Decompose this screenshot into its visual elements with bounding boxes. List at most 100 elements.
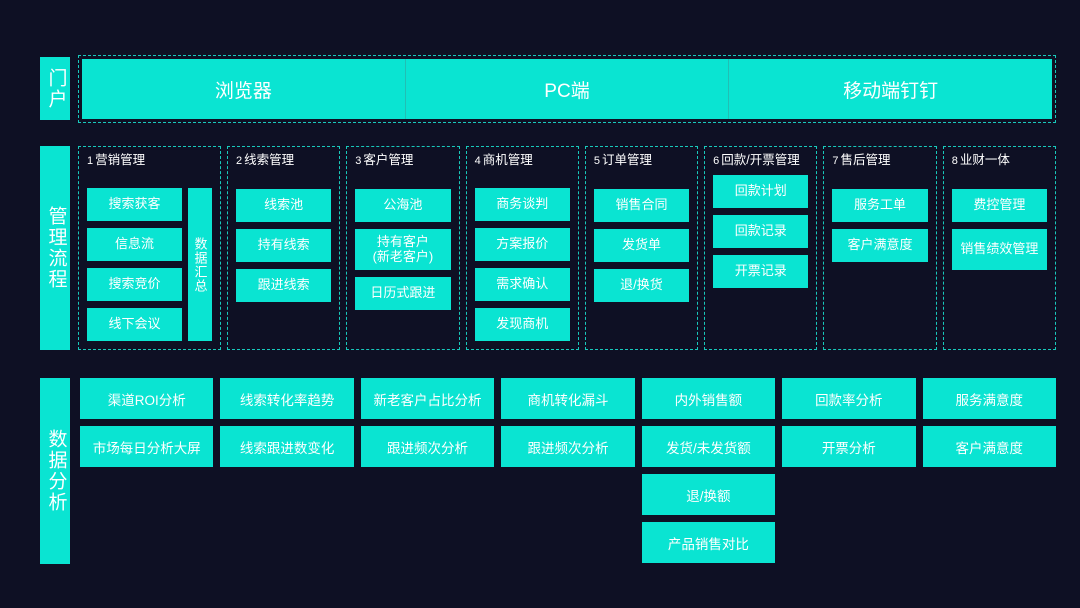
analysis-column-opportunities: 商机转化漏斗 跟进频次分析 — [501, 378, 635, 563]
analysis-column-leads: 线索转化率趋势 线索跟进数变化 — [220, 378, 354, 563]
flow-column-payment-invoice-items: 回款计划 回款记录 开票记录 — [713, 175, 809, 341]
flow-column-finance-body: 费控管理 销售绩效管理 — [951, 189, 1047, 341]
portal-cell-mobile-dingtalk[interactable]: 移动端钉钉 — [729, 59, 1052, 119]
flow-column-leads-body: 线索池 持有线索 跟进线索 — [236, 189, 332, 341]
flow-column-finance-title: 业财一体 — [959, 153, 1010, 167]
flow-column-payment-invoice-title: 回款/开票管理 — [721, 153, 800, 167]
flow-item[interactable]: 方案报价 — [474, 228, 570, 261]
portal-cell-pc[interactable]: PC端 — [406, 59, 730, 119]
analysis-column-channel: 渠道ROI分析 市场每日分析大屏 — [80, 378, 214, 563]
flow-item[interactable]: 客户满意度 — [832, 229, 928, 262]
rail-label-portal: 门户 — [40, 57, 70, 120]
analysis-item[interactable]: 商机转化漏斗 — [501, 378, 635, 419]
analysis-column-payment: 回款率分析 开票分析 — [782, 378, 916, 563]
flow-item[interactable]: 持有线索 — [236, 229, 332, 262]
flow-item[interactable]: 日历式跟进 — [355, 277, 451, 310]
flow-column-opportunities-body: 商务谈判 方案报价 需求确认 发现商机 — [474, 188, 570, 341]
analysis-item[interactable]: 线索转化率趋势 — [220, 378, 354, 419]
flow-item[interactable]: 需求确认 — [474, 268, 570, 301]
flow-column-customers-title: 客户管理 — [363, 153, 414, 167]
data-analysis-columns: 渠道ROI分析 市场每日分析大屏 线索转化率趋势 线索跟进数变化 新老客户占比分… — [80, 378, 1056, 563]
flow-column-orders-title: 订单管理 — [601, 153, 652, 167]
flow-item[interactable]: 销售绩效管理 — [951, 229, 1047, 270]
flow-column-finance-items: 费控管理 销售绩效管理 — [951, 189, 1047, 341]
flow-item[interactable]: 搜索获客 — [87, 188, 182, 221]
analysis-item[interactable]: 回款率分析 — [782, 378, 916, 419]
flow-item[interactable]: 发现商机 — [474, 308, 570, 341]
flow-column-finance-number: 8 — [951, 155, 958, 167]
portal-row: 浏览器 PC端 移动端钉钉 — [82, 59, 1052, 119]
rail-label-flow-text: 管理流程 — [45, 206, 67, 290]
analysis-item[interactable]: 市场每日分析大屏 — [80, 426, 214, 467]
analysis-item[interactable]: 产品销售对比 — [641, 522, 776, 563]
flow-item[interactable]: 退/换货 — [593, 269, 690, 302]
flow-item[interactable]: 跟进线索 — [236, 269, 332, 302]
flow-column-customers-number: 3 — [355, 155, 362, 167]
analysis-item[interactable]: 跟进频次分析 — [501, 426, 635, 467]
flow-column-marketing-number: 1 — [87, 155, 94, 167]
flow-item[interactable]: 服务工单 — [832, 189, 928, 222]
flow-item[interactable]: 持有客户 (新老客户) — [355, 229, 451, 270]
flow-item[interactable]: 搜索竞价 — [87, 268, 182, 301]
flow-column-orders-number: 5 — [593, 155, 600, 167]
analysis-item[interactable]: 客户满意度 — [922, 426, 1056, 467]
rail-label-flow: 管理流程 — [40, 146, 70, 350]
flow-item[interactable]: 发货单 — [593, 229, 690, 262]
flow-column-customers-body: 公海池 持有客户 (新老客户) 日历式跟进 — [355, 189, 451, 341]
flow-column-opportunities-items: 商务谈判 方案报价 需求确认 发现商机 — [474, 188, 570, 341]
portal-cell-browser-label: 浏览器 — [214, 80, 272, 102]
flow-column-leads-title: 线索管理 — [244, 153, 295, 167]
analysis-column-satisfaction: 服务满意度 客户满意度 — [922, 378, 1056, 563]
flow-item[interactable]: 信息流 — [87, 228, 182, 261]
analysis-item[interactable]: 跟进频次分析 — [360, 426, 495, 467]
portal-cell-browser[interactable]: 浏览器 — [82, 59, 406, 119]
portal-cell-pc-label: PC端 — [544, 80, 590, 102]
analysis-item[interactable]: 开票分析 — [782, 426, 916, 467]
flow-column-orders-body: 销售合同 发货单 退/换货 — [593, 189, 690, 341]
flow-column-orders-items: 销售合同 发货单 退/换货 — [593, 189, 690, 341]
flow-side-label-data-summary[interactable]: 数据汇总 — [188, 188, 212, 341]
flow-item[interactable]: 回款记录 — [713, 215, 809, 248]
rail-label-portal-text: 门户 — [45, 67, 67, 110]
flow-column-aftersales-body: 服务工单 客户满意度 — [832, 189, 928, 341]
analysis-item[interactable]: 线索跟进数变化 — [220, 426, 354, 467]
flow-column-opportunities-title: 商机管理 — [482, 153, 533, 167]
flow-item[interactable]: 开票记录 — [713, 255, 809, 288]
flow-item[interactable]: 线下会议 — [87, 308, 182, 341]
flow-item[interactable]: 回款计划 — [713, 175, 809, 208]
analysis-item[interactable]: 退/换额 — [641, 474, 776, 515]
flow-column-aftersales-title: 售后管理 — [840, 153, 891, 167]
rail-label-analysis: 数据分析 — [40, 378, 70, 564]
flow-column-payment-invoice-body: 回款计划 回款记录 开票记录 — [713, 175, 809, 341]
flow-item[interactable]: 费控管理 — [951, 189, 1047, 222]
analysis-item[interactable]: 内外销售额 — [641, 378, 776, 419]
flow-column-opportunities-number: 4 — [474, 155, 481, 167]
analysis-item[interactable]: 发货/未发货额 — [641, 426, 776, 467]
analysis-item[interactable]: 服务满意度 — [922, 378, 1056, 419]
flow-item[interactable]: 线索池 — [236, 189, 332, 222]
flow-column-leads-items: 线索池 持有线索 跟进线索 — [236, 189, 332, 341]
flow-item[interactable]: 公海池 — [355, 189, 451, 222]
flow-item[interactable]: 销售合同 — [593, 189, 690, 222]
flow-column-aftersales-items: 服务工单 客户满意度 — [832, 189, 928, 341]
analysis-item[interactable]: 渠道ROI分析 — [80, 378, 214, 419]
flow-item[interactable]: 商务谈判 — [474, 188, 570, 221]
analysis-column-sales: 内外销售额 发货/未发货额 退/换额 产品销售对比 — [641, 378, 776, 563]
analysis-item[interactable]: 新老客户占比分析 — [360, 378, 495, 419]
